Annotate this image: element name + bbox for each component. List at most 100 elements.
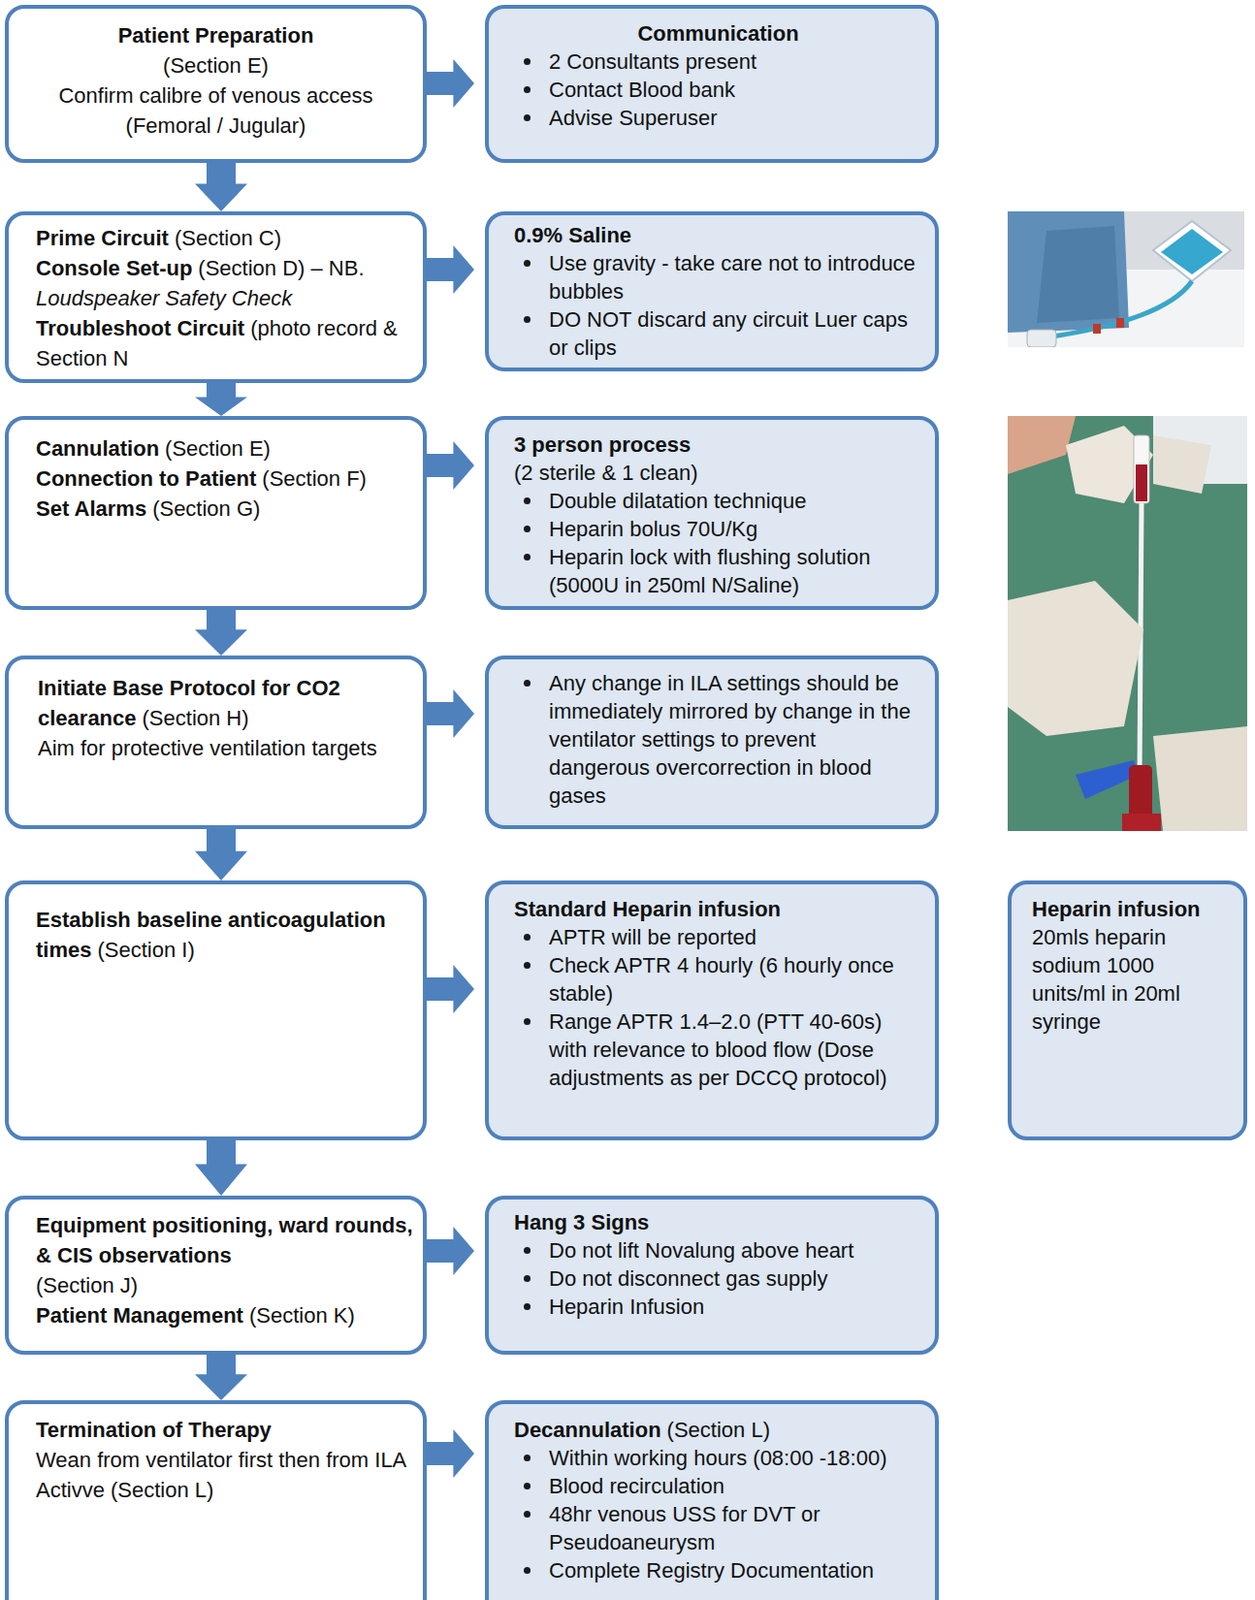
bullet-dot [523, 1454, 531, 1462]
box-content: 3 person process(2 sterile & 1 clean) Dou… [514, 430, 923, 600]
bullet-dot [523, 553, 531, 561]
body-text: (Section D) – NB. [197, 256, 364, 281]
block-arrow [426, 59, 475, 108]
text-line: Communication [514, 19, 923, 48]
body-text: 48hr venous USS for DVT or Pseudoaneurys… [548, 1502, 821, 1555]
bullet-dot [523, 933, 531, 941]
bullet-item: 2 Consultants present [514, 47, 923, 76]
bullet-dot [523, 316, 531, 323]
body-text: (Section J) [35, 1273, 138, 1298]
patient-arm [1007, 416, 1076, 475]
text-line: Wean from ventilator first then from ILA… [35, 1445, 417, 1506]
heading-text: Patient Management [35, 1303, 244, 1328]
process-box: Equipment positioning, ward rounds, & CI… [4, 1195, 427, 1355]
text-line: Confirm calibre of venous access (Femora… [24, 80, 408, 141]
cannulation-photo [1007, 416, 1248, 832]
body-text: APTR will be reported [548, 925, 757, 950]
body-text: Double dilatation technique [548, 488, 806, 514]
device [1027, 329, 1057, 348]
bullet-item: Do not disconnect gas supply [514, 1264, 923, 1293]
text-line: (2 sterile & 1 clean) [514, 458, 923, 487]
heading-text: Patient Preparation [118, 23, 315, 48]
heading-text: Decannulation [514, 1417, 662, 1443]
box-content: Equipment positioning, ward rounds, & CI… [35, 1210, 415, 1331]
note-box: Any change in ILA settings should be imm… [484, 655, 939, 830]
box-content: Initiate Base Protocol for CO2 clearance… [37, 673, 419, 764]
bullet-item: Range APTR 1.4–2.0 (PTT 40-60s) with rel… [514, 1007, 923, 1093]
note-box: Communication2 Consultants presentContac… [484, 4, 939, 163]
body-text: Do not disconnect gas supply [548, 1266, 828, 1291]
bullet-dot [523, 1567, 531, 1575]
body-text: (Section E) [164, 436, 271, 461]
box-content: Prime Circuit(Section C)Console Set-up(S… [35, 223, 415, 374]
heading-text: Troubleshoot Circuit [35, 316, 245, 341]
text-line: Set Alarms(Section G) [35, 493, 415, 524]
syringe-blood [1135, 464, 1148, 502]
heading-text: Prime Circuit [35, 225, 169, 251]
bullet-item: Complete Registry Documentation [514, 1556, 923, 1585]
block-arrow [426, 441, 475, 490]
body-text: Advise Superuser [548, 105, 718, 130]
body-text: Range APTR 1.4–2.0 (PTT 40-60s) with rel… [548, 1009, 887, 1091]
body-text: Wean from ventilator first then from ILA… [35, 1448, 406, 1503]
text-line: Heparin infusion [1031, 895, 1222, 924]
body-text: (Section I) [96, 937, 194, 963]
process-box: Establish baseline anticoagulation times… [4, 880, 427, 1141]
body-text: Loudspeaker Safety Check [35, 286, 292, 311]
body-text: 20mls heparin sodium 1000 units/ml in 20… [1031, 925, 1181, 1034]
bullet-item: Within working hours (08:00 -18:00) [514, 1444, 923, 1473]
body-text: Do not lift Novalung above heart [548, 1238, 854, 1263]
body-text: Heparin bolus 70U/Kg [548, 516, 758, 542]
bullet-dot [523, 86, 531, 94]
text-line: (Section E) [24, 50, 408, 81]
bullet-item: Double dilatation technique [514, 486, 923, 515]
box-content: Patient Preparation(Section E)Confirm ca… [24, 20, 408, 141]
text-line: 20mls heparin sodium 1000 units/ml in 20… [1031, 923, 1222, 1036]
table-top [1007, 347, 1245, 370]
bullet-item: Heparin lock with flushing solution (500… [514, 543, 923, 600]
bullet-item: APTR will be reported [514, 923, 923, 952]
body-text: Blood recirculation [548, 1474, 725, 1499]
text-line: 3 person process [514, 430, 923, 459]
note-box: 3 person process(2 sterile & 1 clean) Dou… [484, 416, 939, 611]
bullet-item: Heparin Infusion [514, 1292, 923, 1321]
box-content: Standard Heparin infusionAPTR will be re… [514, 895, 923, 1093]
body-text: Heparin lock with flushing solution (500… [548, 545, 870, 598]
note-box: Hang 3 SignsDo not lift Novalung above h… [484, 1195, 939, 1355]
text-line: Equipment positioning, ward rounds, & CI… [35, 1210, 415, 1271]
bullet-dot [523, 1511, 531, 1518]
heading-text: Termination of Therapy [35, 1417, 272, 1443]
heading-text: Standard Heparin infusion [514, 897, 781, 922]
tube-clip [1116, 318, 1125, 328]
body-text: Any change in ILA settings should be imm… [548, 671, 911, 808]
body-text: Aim for protective ventilation targets [37, 736, 378, 761]
text-line: Console Set-up(Section D) – NB. [35, 253, 415, 284]
bullet-item: Do not lift Novalung above heart [514, 1236, 923, 1265]
block-arrow [194, 383, 248, 417]
bullet-dot [523, 1018, 531, 1026]
note-box: Decannulation(Section L)Within working h… [484, 1400, 939, 1600]
bullet-dot [523, 962, 531, 969]
bullet-item: Check APTR 4 hourly (6 hourly once stabl… [514, 951, 923, 1008]
text-line: Hang 3 Signs [514, 1208, 923, 1237]
body-text: Use gravity - take care not to introduce… [548, 251, 916, 304]
note-box: Standard Heparin infusionAPTR will be re… [484, 880, 939, 1141]
block-arrow [194, 162, 248, 212]
body-text: Contact Blood bank [548, 77, 736, 102]
box-content: 0.9% SalineUse gravity - take care not t… [514, 221, 923, 362]
blue-gown [1007, 211, 1129, 333]
box-content: Decannulation(Section L)Within working h… [514, 1415, 923, 1585]
blood [1122, 813, 1161, 832]
process-box: Prime Circuit(Section C)Console Set-up(S… [4, 211, 427, 384]
text-line: Prime Circuit(Section C) [35, 223, 415, 254]
box-content: Heparin infusion20mls heparin sodium 100… [1031, 895, 1222, 1036]
body-text: (Section H) [142, 706, 250, 731]
text-line: Decannulation(Section L) [514, 1415, 923, 1445]
process-box: Cannulation(Section E)Connection to Pati… [4, 416, 427, 611]
heading-text: 0.9% Saline [514, 223, 632, 248]
gloved-hand [1153, 726, 1248, 832]
bullet-item: Use gravity - take care not to introduce… [514, 249, 923, 306]
body-text: (2 sterile & 1 clean) [514, 460, 699, 485]
text-line: Cannulation(Section E) [35, 433, 415, 464]
